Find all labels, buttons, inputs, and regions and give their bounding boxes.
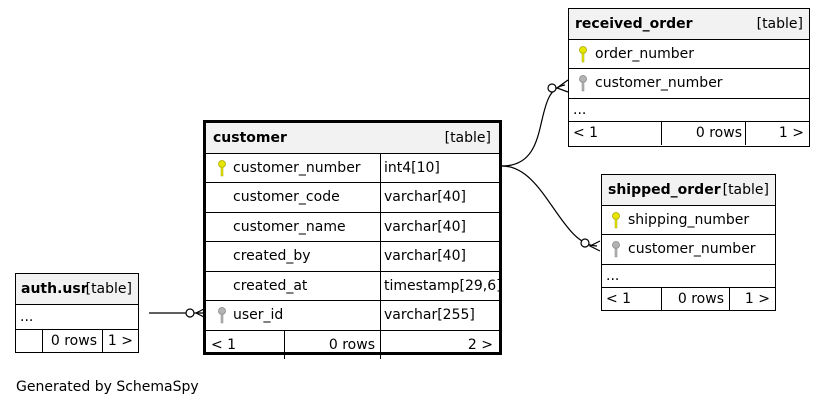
column-row[interactable]: shipping_number	[602, 204, 775, 235]
child-count: 1 >	[744, 290, 770, 307]
divider	[42, 329, 43, 353]
column-name: created_at	[233, 277, 308, 294]
primary-key-icon	[579, 45, 587, 62]
column-row[interactable]: created_at timestamp[29,6]	[206, 270, 502, 300]
table-kind: [table]	[85, 280, 132, 297]
table-kind: [table]	[444, 129, 491, 146]
column-name: created_by	[233, 248, 311, 265]
column-type: timestamp[29,6]	[384, 277, 502, 294]
column-name: customer_number	[233, 159, 361, 176]
column-row[interactable]: customer_number	[602, 234, 775, 264]
table-footer: < 1 0 rows 1 >	[569, 120, 809, 145]
divider	[380, 330, 381, 359]
column-type: varchar[40]	[384, 248, 466, 265]
column-name: customer_number	[595, 75, 723, 92]
divider	[380, 301, 381, 330]
shipped-order-table[interactable]: shipped_order [table] shipping_number cu…	[601, 174, 776, 311]
table-name: shipped_order	[608, 181, 721, 198]
auth-usr-table[interactable]: auth.usr [table] ... 0 rows 1 >	[15, 273, 139, 353]
edge-received-order-optional-marker	[547, 83, 557, 93]
row-count: 0 rows	[328, 336, 375, 353]
more-columns-row: ...	[569, 97, 809, 121]
divider	[380, 153, 381, 182]
row-count: 0 rows	[50, 333, 97, 349]
row-count: 0 rows	[677, 290, 724, 307]
divider	[380, 271, 381, 300]
generator-credit: Generated by SchemaSpy	[16, 379, 199, 395]
edge-received-order-crowfoot	[555, 79, 569, 93]
table-footer: 0 rows 1 >	[16, 328, 138, 353]
table-header: shipped_order [table]	[602, 175, 775, 205]
table-kind: [table]	[722, 181, 769, 198]
column-row[interactable]: user_id varchar[255]	[206, 300, 499, 330]
table-name: auth.usr	[21, 280, 88, 297]
column-name: customer_name	[233, 218, 346, 235]
foreign-key-icon	[612, 241, 620, 258]
column-name: user_id	[233, 307, 284, 324]
table-name: received_order	[575, 15, 693, 32]
child-count: 1 >	[778, 125, 804, 141]
column-name: order_number	[595, 45, 694, 62]
divider	[745, 121, 746, 145]
divider	[102, 329, 103, 353]
parent-count: < 1	[573, 125, 599, 141]
table-kind: [table]	[756, 15, 803, 32]
divider	[380, 212, 381, 241]
edge-auth-usr-crowfoot	[194, 307, 207, 319]
parent-count: < 1	[606, 290, 632, 307]
table-name: customer	[213, 129, 287, 146]
foreign-key-icon	[579, 75, 587, 92]
more-columns-row: ...	[16, 303, 138, 329]
table-header: auth.usr [table]	[16, 274, 138, 304]
table-footer: < 1 0 rows 1 >	[602, 286, 775, 310]
customer-table[interactable]: customer [table] customer_number int4[10…	[203, 120, 502, 359]
divider	[661, 121, 662, 145]
column-type: varchar[255]	[384, 307, 475, 324]
more-columns: ...	[20, 308, 34, 325]
child-count: 1 >	[107, 333, 133, 349]
table-footer: < 1 0 rows 2 >	[206, 329, 499, 359]
more-columns-row: ...	[602, 263, 775, 287]
column-row[interactable]: customer_name varchar[40]	[206, 211, 499, 241]
table-header: received_order [table]	[569, 9, 809, 39]
column-row[interactable]: customer_number int4[10]	[206, 152, 499, 182]
row-count: 0 rows	[695, 125, 742, 141]
divider	[380, 183, 381, 212]
column-row[interactable]: order_number	[569, 38, 809, 69]
edge-shipped-order-crowfoot	[588, 240, 601, 252]
child-count: 2 >	[467, 336, 493, 353]
divider	[284, 330, 285, 359]
column-row[interactable]: customer_number	[569, 68, 809, 98]
column-type: varchar[40]	[384, 218, 466, 235]
received-order-table[interactable]: received_order [table] order_number cust…	[568, 8, 810, 147]
primary-key-icon	[218, 159, 226, 176]
foreign-key-icon	[218, 307, 226, 324]
column-name: shipping_number	[628, 211, 750, 228]
divider	[380, 242, 381, 271]
divider	[729, 287, 730, 310]
primary-key-icon	[612, 211, 620, 228]
column-type: int4[10]	[384, 159, 440, 176]
edge-shipped-order-optional-marker	[580, 238, 590, 248]
column-row[interactable]: customer_code varchar[40]	[206, 182, 499, 212]
column-name: customer_code	[233, 189, 340, 206]
more-columns: ...	[573, 101, 587, 118]
column-name: customer_number	[628, 241, 756, 258]
more-columns: ...	[606, 267, 620, 284]
edge-auth-usr-optional-marker	[185, 308, 195, 318]
column-row[interactable]: created_by varchar[40]	[206, 241, 499, 271]
edge-customer-shipped-order	[501, 165, 598, 247]
parent-count: < 1	[211, 336, 237, 353]
divider	[661, 287, 662, 310]
table-header: customer [table]	[206, 123, 499, 153]
column-type: varchar[40]	[384, 189, 466, 206]
edge-customer-received-order	[501, 84, 566, 167]
